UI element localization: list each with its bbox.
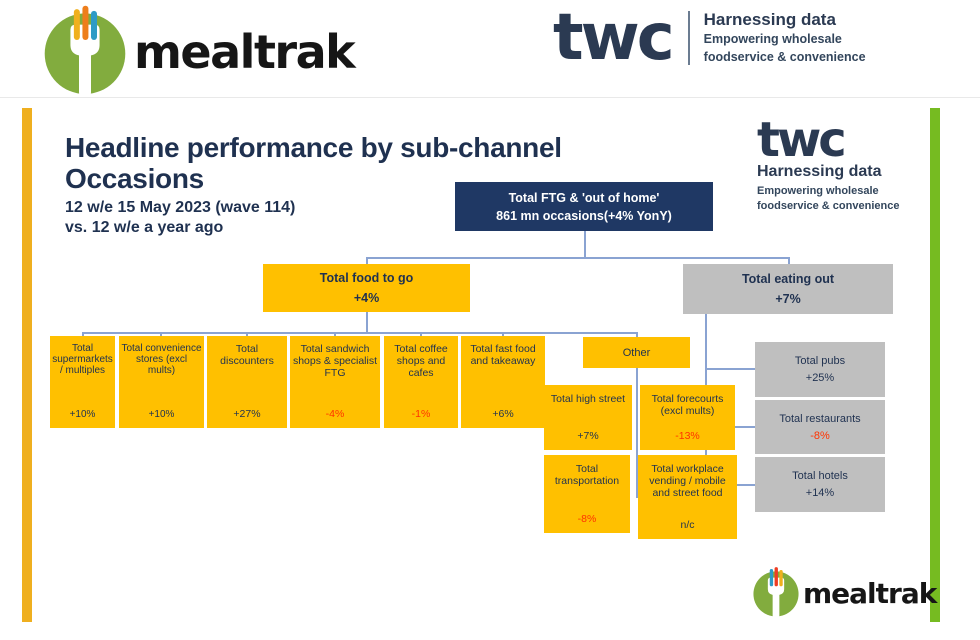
node-label: Total eating out <box>741 272 835 286</box>
mealtrak-wordmark: mealtrak <box>134 25 356 79</box>
node-value: +6% <box>492 408 514 420</box>
twc-wordmark: twc <box>553 0 675 75</box>
twc-slide-tagline-line1: Empowering wholesale <box>757 184 879 197</box>
node-total-pubs: Total pubs +25% <box>755 342 885 397</box>
node-value: +10% <box>69 409 96 420</box>
node-total-high-street: Total high street +7% <box>544 385 632 450</box>
slide-canvas: Headline performance by sub-channel Occa… <box>0 98 980 628</box>
twc-logo-slide: twc Harnessing data Empowering wholesale… <box>757 112 922 214</box>
twc-tagline-line2: foodservice & convenience <box>703 50 866 64</box>
header-band: mealtrak twc Harnessing data Empowering … <box>0 0 980 99</box>
node-total-forecourts: Total forecourts (excl mults) -13% <box>640 385 735 450</box>
node-total-workplace-vending: Total workplace vending / mobile and str… <box>638 455 737 539</box>
connector-level3-rail <box>82 332 638 334</box>
slide-title-line1: Headline performance by sub-channel <box>65 132 562 163</box>
node-total-supermarkets: Total supermarkets / multiples +10% <box>50 336 115 428</box>
node-value: -4% <box>325 408 345 420</box>
mealtrak-logo: mealtrak <box>42 4 356 100</box>
node-label: Total supermarkets / multiples <box>52 343 113 376</box>
slide-title-block: Headline performance by sub-channel Occa… <box>65 132 725 240</box>
connector-drop-discounters <box>246 332 248 337</box>
connector-drop-eatingout <box>788 257 790 265</box>
node-total-discounters: Total discounters +27% <box>207 336 287 428</box>
node-label: Total high street <box>550 393 626 405</box>
node-label: Total convenience stores (excl mults) <box>121 343 202 376</box>
node-total-transportation: Total transportation -8% <box>544 455 630 533</box>
twc-slide-tagline-title: Harnessing data <box>757 162 882 180</box>
node-label: Other <box>622 346 651 359</box>
node-label: Total fast food and takeaway <box>470 343 536 367</box>
connector-drop-convenience <box>160 332 162 337</box>
node-total-eating-out: Total eating out +7% <box>683 264 893 314</box>
node-value: -13% <box>675 430 700 442</box>
node-value: -8% <box>577 513 597 525</box>
connector-other-trunk <box>636 368 638 498</box>
slide-subtitle: 12 w/e 15 May 2023 (wave 114) vs. 12 w/e… <box>65 198 725 240</box>
node-value: +4% <box>353 291 380 305</box>
node-label: Total coffee shops and cafes <box>394 343 448 379</box>
node-total-sandwich-shops: Total sandwich shops & specialist FTG -4… <box>290 336 380 428</box>
node-label: Total workplace vending / mobile and str… <box>649 463 726 499</box>
mealtrak-wordmark: mealtrak <box>803 576 937 610</box>
node-total-convenience-stores: Total convenience stores (excl mults) +1… <box>119 336 204 428</box>
connector-level2-rail <box>366 257 790 259</box>
mealtrak-fork-icon <box>44 5 126 99</box>
node-label: Total discounters <box>220 343 274 367</box>
node-value: +10% <box>148 409 175 420</box>
connector-branch-pubs <box>705 368 755 370</box>
node-other: Other <box>583 337 690 368</box>
node-value: +25% <box>805 372 835 384</box>
node-label: Total hotels <box>792 470 848 482</box>
subtitle-line2: vs. 12 w/e a year ago <box>65 219 224 237</box>
mealtrak-fork-icon <box>753 567 799 619</box>
node-value: +7% <box>775 292 801 306</box>
node-value: -8% <box>810 429 830 442</box>
right-accent-bar <box>930 108 940 622</box>
node-value: n/c <box>680 519 695 531</box>
node-value: +27% <box>233 408 261 420</box>
node-value: 861 mn occasions(+4% YonY) <box>496 208 672 223</box>
left-accent-bar <box>22 108 32 622</box>
connector-drop-sandwich <box>334 332 336 337</box>
node-total-ftg-out-of-home: Total FTG & 'out of home' 861 mn occasio… <box>455 182 713 231</box>
twc-slide-tagline-lines: Empowering wholesale foodservice & conve… <box>757 184 922 214</box>
twc-logo-header: twc Harnessing data Empowering wholesale… <box>553 0 866 75</box>
node-label: Total transportation <box>554 463 620 487</box>
connector-root-down <box>584 231 586 257</box>
header-divider-line <box>0 97 980 98</box>
node-label: Total restaurants <box>779 412 861 425</box>
subtitle-line1: 12 w/e 15 May 2023 (wave 114) <box>65 198 296 216</box>
twc-slide-tagline-line2: foodservice & convenience <box>757 199 900 212</box>
node-total-hotels: Total hotels +14% <box>755 457 885 512</box>
node-total-coffee-shops: Total coffee shops and cafes -1% <box>384 336 458 428</box>
node-label: Total forecourts (excl mults) <box>651 393 724 417</box>
twc-tagline-line1: Empowering wholesale <box>703 32 842 46</box>
connector-drop-ftg <box>366 257 368 265</box>
twc-tagline-title: Harnessing data <box>703 10 836 29</box>
twc-logo-divider <box>687 11 690 65</box>
node-label: Total FTG & 'out of home' <box>508 190 660 205</box>
node-label: Total food to go <box>319 271 414 285</box>
connector-drop-coffee <box>420 332 422 337</box>
connector-ftg-down <box>366 312 368 332</box>
node-total-restaurants: Total restaurants -8% <box>755 400 885 454</box>
node-label: Total pubs <box>794 355 846 367</box>
node-label: Total sandwich shops & specialist FTG <box>292 343 378 379</box>
connector-drop-other <box>636 332 638 338</box>
node-total-fast-food: Total fast food and takeaway +6% <box>461 336 545 428</box>
node-total-food-to-go: Total food to go +4% <box>263 264 470 312</box>
connector-drop-supermarkets <box>82 332 84 337</box>
mealtrak-logo-footer: mealtrak <box>752 566 937 620</box>
slide-title-line2: Occasions <box>65 162 204 194</box>
connector-drop-fastfood <box>502 332 504 337</box>
node-value: +7% <box>577 430 599 442</box>
twc-wordmark-slide: twc <box>757 112 847 168</box>
twc-tagline: Harnessing data Empowering wholesale foo… <box>704 10 866 66</box>
node-value: -1% <box>411 408 431 420</box>
node-value: +14% <box>805 487 835 499</box>
